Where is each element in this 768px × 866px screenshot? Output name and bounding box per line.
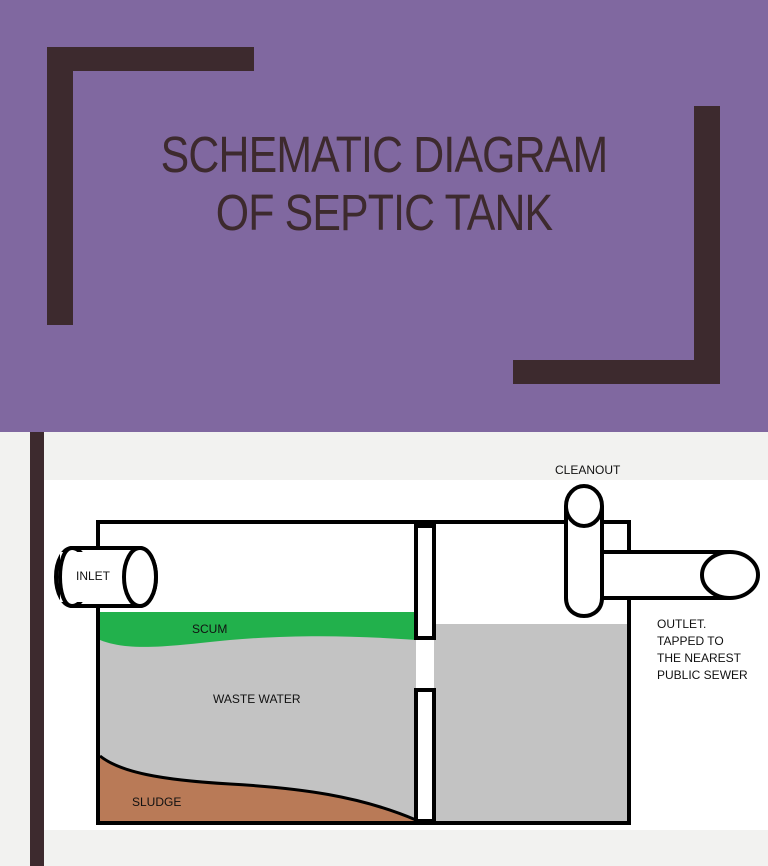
cleanout-pipe	[564, 484, 604, 618]
bottom-right-bracket-vertical	[694, 106, 720, 384]
outlet-label-line-3: THE NEAREST	[657, 651, 742, 665]
scum-layer	[100, 612, 416, 647]
sludge-layer	[100, 756, 416, 822]
outlet-label-line-1: OUTLET.	[657, 617, 706, 631]
inlet-label: INLET	[76, 569, 111, 583]
outlet-pipe	[598, 550, 760, 600]
waste-water-right	[434, 624, 628, 822]
outlet-label-line-2: TAPPED TO	[657, 634, 724, 648]
tank-outline	[96, 520, 631, 825]
sludge-surface-line	[99, 754, 417, 822]
cleanout-label: CLEANOUT	[555, 463, 621, 477]
scum-label: SCUM	[192, 622, 227, 636]
left-accent-bar	[30, 432, 44, 866]
top-left-bracket-vertical	[47, 47, 73, 325]
waste-water-label: WASTE WATER	[213, 692, 301, 706]
baffle-upper	[414, 524, 436, 640]
sludge-label: SLUDGE	[132, 795, 181, 809]
outlet-label-line-4: PUBLIC SEWER	[657, 668, 748, 682]
bottom-right-bracket-horizontal	[513, 360, 720, 384]
inlet-pipe	[54, 546, 158, 608]
top-left-bracket-horizontal	[47, 47, 254, 71]
slide-title-line-1: Schematic Diagram	[160, 126, 609, 183]
baffle-lower	[414, 688, 436, 823]
slide-title: Schematic Diagram of Septic Tank	[112, 126, 656, 242]
slide-header: Schematic Diagram of Septic Tank	[0, 0, 768, 432]
slide-title-line-2: of Septic Tank	[215, 184, 553, 241]
